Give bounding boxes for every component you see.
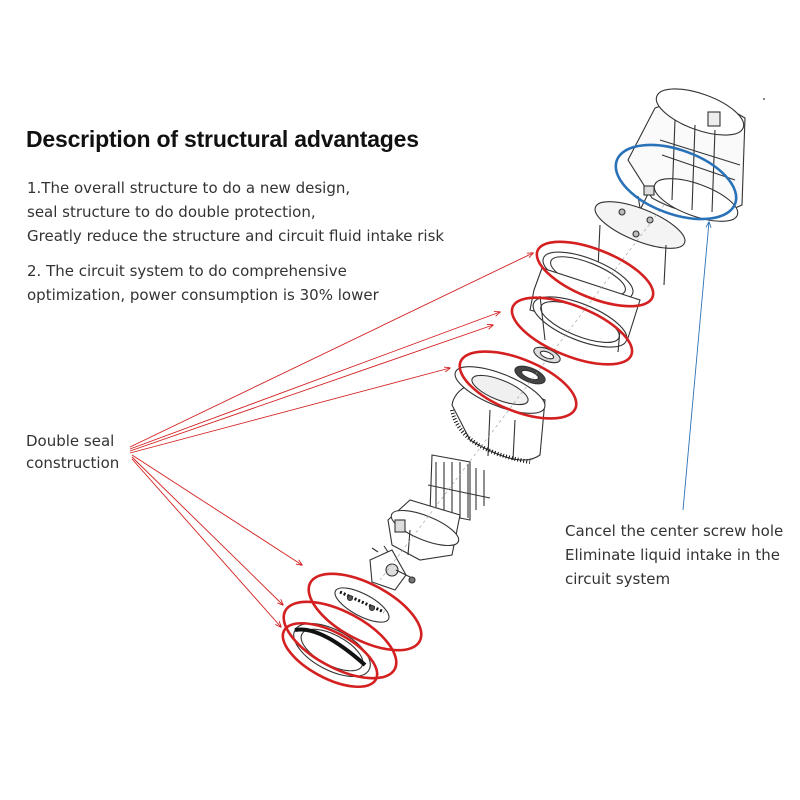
advantage-paragraph-2: 2. The circuit system to do comprehensiv… [27,259,379,307]
seal-highlights [281,240,655,689]
seal-ring-highlight-3 [458,350,578,420]
seal-arrow [129,312,500,450]
seal-arrow [131,456,283,605]
double-seal-callout: Double seal construction [26,430,119,474]
seal-callout-arrows [129,253,533,627]
advantage-paragraph-1: 1.The overall structure to do a new desi… [27,176,444,248]
middle-shell-part [529,267,641,353]
paragraph-line: 1.The overall structure to do a new desi… [27,179,351,197]
callout-line: Eliminate liquid intake in the [565,546,780,564]
callout-line: Cancel the center screw hole [565,522,784,540]
seal-arrow [129,253,533,448]
paragraph-line: 2. The circuit system to do comprehensiv… [27,262,347,280]
stator-core-part [387,499,461,561]
paragraph-line: optimization, power consumption is 30% l… [27,286,379,304]
paragraph-line: Greatly reduce the structure and circuit… [27,227,445,245]
seal-arrow [131,454,302,565]
seal-ring-highlight-1 [535,240,655,308]
seal-arrow [129,368,450,454]
callout-line: circuit system [565,570,671,588]
callout-line: construction [26,454,120,472]
screw-hole-callout: Cancel the center screw hole Eliminate l… [565,519,783,591]
motor-parts-drawing [293,88,746,678]
callout-line: Double seal [26,432,115,450]
motor-housing-part [627,88,746,222]
seal-ring-highlight-2 [510,296,634,366]
seal-arrow [129,325,493,452]
seal-ring-highlight-5 [282,600,398,680]
screw-hole-ring [614,143,738,221]
paragraph-line: seal structure to do double protection, [27,203,316,221]
rotor-cup-part [450,366,546,464]
screw-hole-highlight [614,143,738,511]
screw-hole-arrow [682,222,709,511]
seal-arrow [131,458,281,627]
lower-seal-part [334,587,390,623]
page-title: Description of structural advantages [26,126,419,152]
seal-ring-highlight-6 [281,621,379,689]
base-cap-part [293,622,371,678]
impeller-part [369,545,416,591]
seal-ring-highlight-4 [307,572,423,652]
